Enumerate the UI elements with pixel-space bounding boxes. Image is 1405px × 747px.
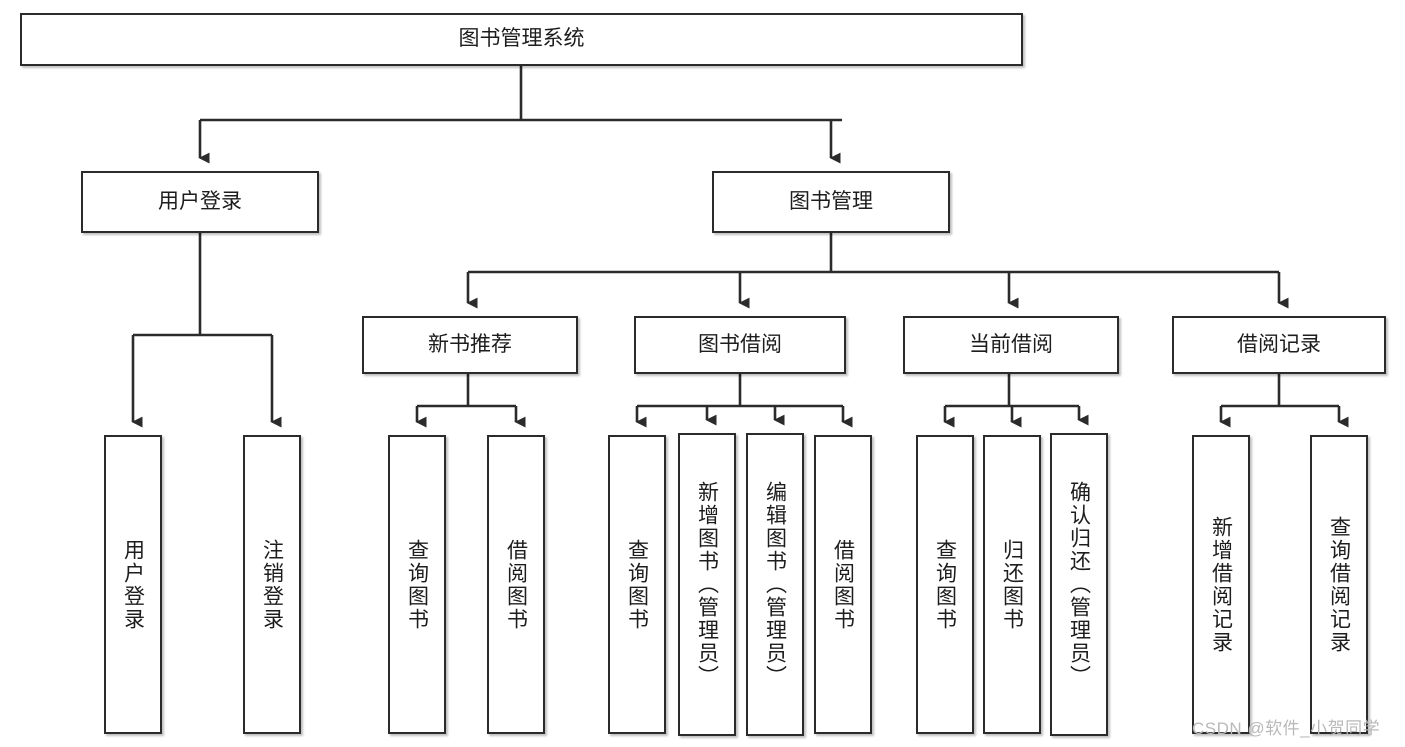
node-book-manage[interactable]: 图书管理 bbox=[712, 171, 950, 233]
node-user-login-label: 用户登录 bbox=[158, 189, 242, 213]
node-leaf-query-book-2-label: 查询图书 bbox=[625, 538, 649, 631]
node-leaf-add-borrow-record[interactable]: 新增借阅记录 bbox=[1192, 435, 1250, 734]
node-leaf-confirm-return-admin[interactable]: 确认归还（管理员） bbox=[1050, 433, 1108, 736]
node-leaf-add-borrow-record-label: 新增借阅记录 bbox=[1209, 515, 1233, 654]
node-leaf-query-borrow-record-label: 查询借阅记录 bbox=[1327, 515, 1351, 654]
node-root[interactable]: 图书管理系统 bbox=[20, 13, 1023, 66]
node-leaf-user-logout[interactable]: 注销登录 bbox=[243, 435, 301, 734]
node-leaf-query-book-2[interactable]: 查询图书 bbox=[608, 435, 666, 734]
node-leaf-borrow-book-1[interactable]: 借阅图书 bbox=[487, 435, 545, 734]
node-book-borrow[interactable]: 图书借阅 bbox=[634, 316, 846, 374]
node-leaf-edit-book-admin[interactable]: 编辑图书（管理员） bbox=[746, 433, 804, 736]
node-leaf-return-book[interactable]: 归还图书 bbox=[983, 435, 1041, 734]
node-user-login[interactable]: 用户登录 bbox=[81, 171, 319, 233]
node-book-manage-label: 图书管理 bbox=[789, 189, 873, 213]
watermark: CSDN @软件_小贺同学 bbox=[1192, 719, 1381, 738]
node-leaf-borrow-book-2-label: 借阅图书 bbox=[831, 538, 855, 631]
node-leaf-user-login[interactable]: 用户登录 bbox=[104, 435, 162, 734]
node-leaf-query-book-3-label: 查询图书 bbox=[933, 538, 957, 631]
node-new-book-recommend[interactable]: 新书推荐 bbox=[362, 316, 578, 374]
node-new-book-recommend-label: 新书推荐 bbox=[428, 332, 512, 356]
node-leaf-query-book-1-label: 查询图书 bbox=[405, 538, 429, 631]
node-leaf-query-borrow-record[interactable]: 查询借阅记录 bbox=[1310, 435, 1368, 734]
node-leaf-add-book-admin-label: 新增图书（管理员） bbox=[695, 481, 719, 688]
node-current-borrow[interactable]: 当前借阅 bbox=[903, 316, 1119, 374]
node-leaf-edit-book-admin-label: 编辑图书（管理员） bbox=[763, 481, 787, 688]
node-borrow-record-label: 借阅记录 bbox=[1237, 332, 1321, 356]
node-current-borrow-label: 当前借阅 bbox=[969, 332, 1053, 356]
node-leaf-query-book-3[interactable]: 查询图书 bbox=[916, 435, 974, 734]
node-leaf-confirm-return-admin-label: 确认归还（管理员） bbox=[1067, 481, 1091, 688]
node-leaf-borrow-book-2[interactable]: 借阅图书 bbox=[814, 435, 872, 734]
node-book-borrow-label: 图书借阅 bbox=[698, 332, 782, 356]
node-root-label: 图书管理系统 bbox=[458, 27, 585, 51]
node-leaf-add-book-admin[interactable]: 新增图书（管理员） bbox=[678, 433, 736, 736]
node-leaf-query-book-1[interactable]: 查询图书 bbox=[388, 435, 446, 734]
node-leaf-user-login-label: 用户登录 bbox=[121, 538, 145, 631]
node-leaf-user-logout-label: 注销登录 bbox=[260, 538, 284, 631]
node-leaf-borrow-book-1-label: 借阅图书 bbox=[504, 538, 528, 631]
node-leaf-return-book-label: 归还图书 bbox=[1000, 538, 1024, 631]
node-borrow-record[interactable]: 借阅记录 bbox=[1172, 316, 1386, 374]
